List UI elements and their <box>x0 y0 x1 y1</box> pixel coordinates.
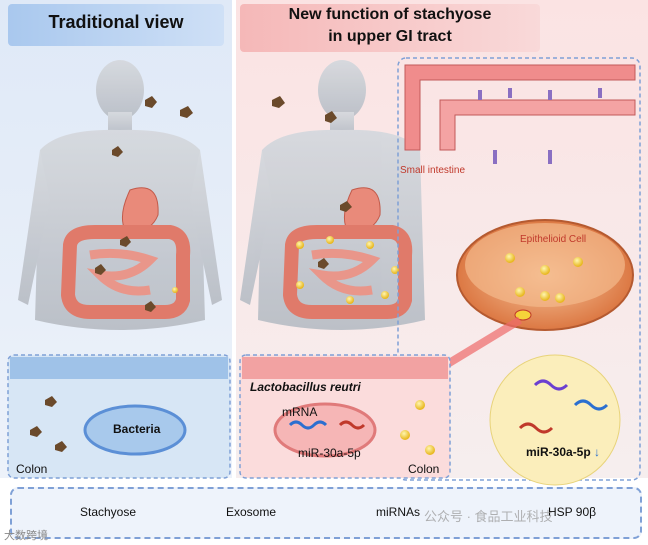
legend-mirnas-label: miRNAs <box>376 505 420 519</box>
left-epithelium <box>10 357 228 379</box>
hsp-receptors <box>478 88 602 164</box>
lactobacillus <box>273 402 377 458</box>
cell-exosomes <box>505 253 583 303</box>
new-function-title-line1: New function of stachyose <box>288 6 492 23</box>
stachyose-particles <box>95 96 352 312</box>
mirna-zoom-circle <box>489 354 621 486</box>
lactobacillus-label: Lactobacillus reutri <box>250 380 361 394</box>
legend-box <box>10 487 642 539</box>
small-intestine-label: Small intestine <box>400 165 466 176</box>
intestine-wall <box>404 64 636 151</box>
bacteria-label: Bacteria <box>113 422 161 436</box>
right-colon <box>282 225 413 319</box>
small-intestine-panel <box>397 57 641 481</box>
new-function-header <box>240 4 540 52</box>
legend-hsp-label: HSP 90β <box>548 505 597 519</box>
mir-label: miR-30a-5p <box>298 446 361 460</box>
left-colon <box>60 225 191 319</box>
mirna-strands <box>518 379 609 434</box>
secreted-exosome <box>514 309 532 321</box>
right-epithelium <box>242 357 448 379</box>
mir-down-label: miR-30a-5p ↓ <box>526 445 601 459</box>
left-colon-label: Colon <box>16 462 48 476</box>
traditional-view-header <box>8 4 224 46</box>
legend-exosome-label: Exosome <box>226 505 277 519</box>
bacteria <box>83 404 187 456</box>
traditional-view-title: Traditional view <box>48 12 184 32</box>
colon-exosomes <box>172 236 399 304</box>
legend-stachyose-label: Stachyose <box>80 505 137 519</box>
mrna-label: mRNA <box>282 405 318 419</box>
right-colon-label: Colon <box>408 462 440 476</box>
epithelioid-cell-label: Epithelioid Cell <box>520 234 587 245</box>
new-function-title-line2: in upper GI tract <box>328 28 452 45</box>
watermark-left: 大数跨境 <box>4 530 48 542</box>
watermark-right: 公众号 · 食品工业科技 <box>424 509 553 524</box>
